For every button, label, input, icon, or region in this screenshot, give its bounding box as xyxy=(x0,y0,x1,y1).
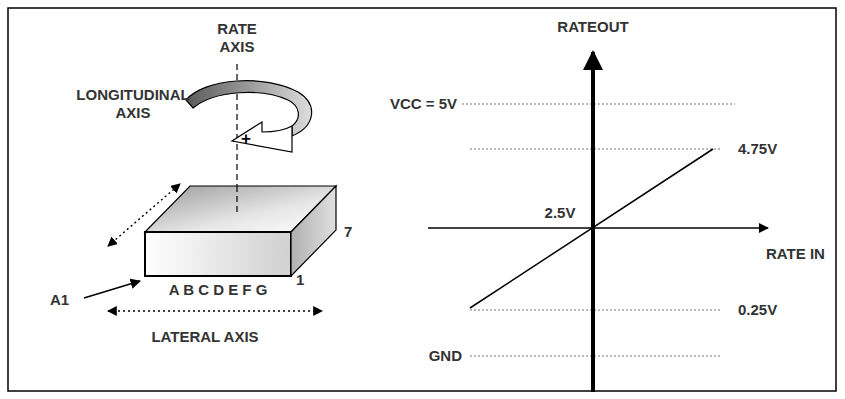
level-lines xyxy=(462,104,735,356)
label: LONGITUDINAL AXIS xyxy=(68,86,198,122)
label: RATEOUT xyxy=(557,18,628,36)
rate-axis-line xyxy=(236,186,237,212)
label: 2.5V xyxy=(545,204,576,222)
frame xyxy=(8,8,836,391)
transfer-line xyxy=(470,149,713,308)
label: + xyxy=(241,129,251,149)
label: 7 xyxy=(344,223,352,241)
label: GND xyxy=(429,347,462,365)
label: 1 xyxy=(296,271,304,289)
rate-in-axis xyxy=(428,227,768,229)
label: RATE AXIS xyxy=(207,20,267,56)
lateral-axis-arrow xyxy=(108,310,322,311)
chip-package xyxy=(145,186,336,276)
label: 0.25V xyxy=(738,301,777,319)
rotation-arrow xyxy=(186,81,312,152)
longitudinal-axis-arrow xyxy=(108,184,180,246)
label: VCC = 5V xyxy=(390,95,457,113)
label: A B C D E F G xyxy=(169,281,268,299)
rateout-axis xyxy=(591,52,595,392)
pin-a1-pointer xyxy=(84,281,140,298)
label: LATERAL AXIS xyxy=(151,328,258,346)
label: RATE IN xyxy=(766,245,825,263)
label: 4.75V xyxy=(738,140,777,158)
label: A1 xyxy=(50,291,69,309)
